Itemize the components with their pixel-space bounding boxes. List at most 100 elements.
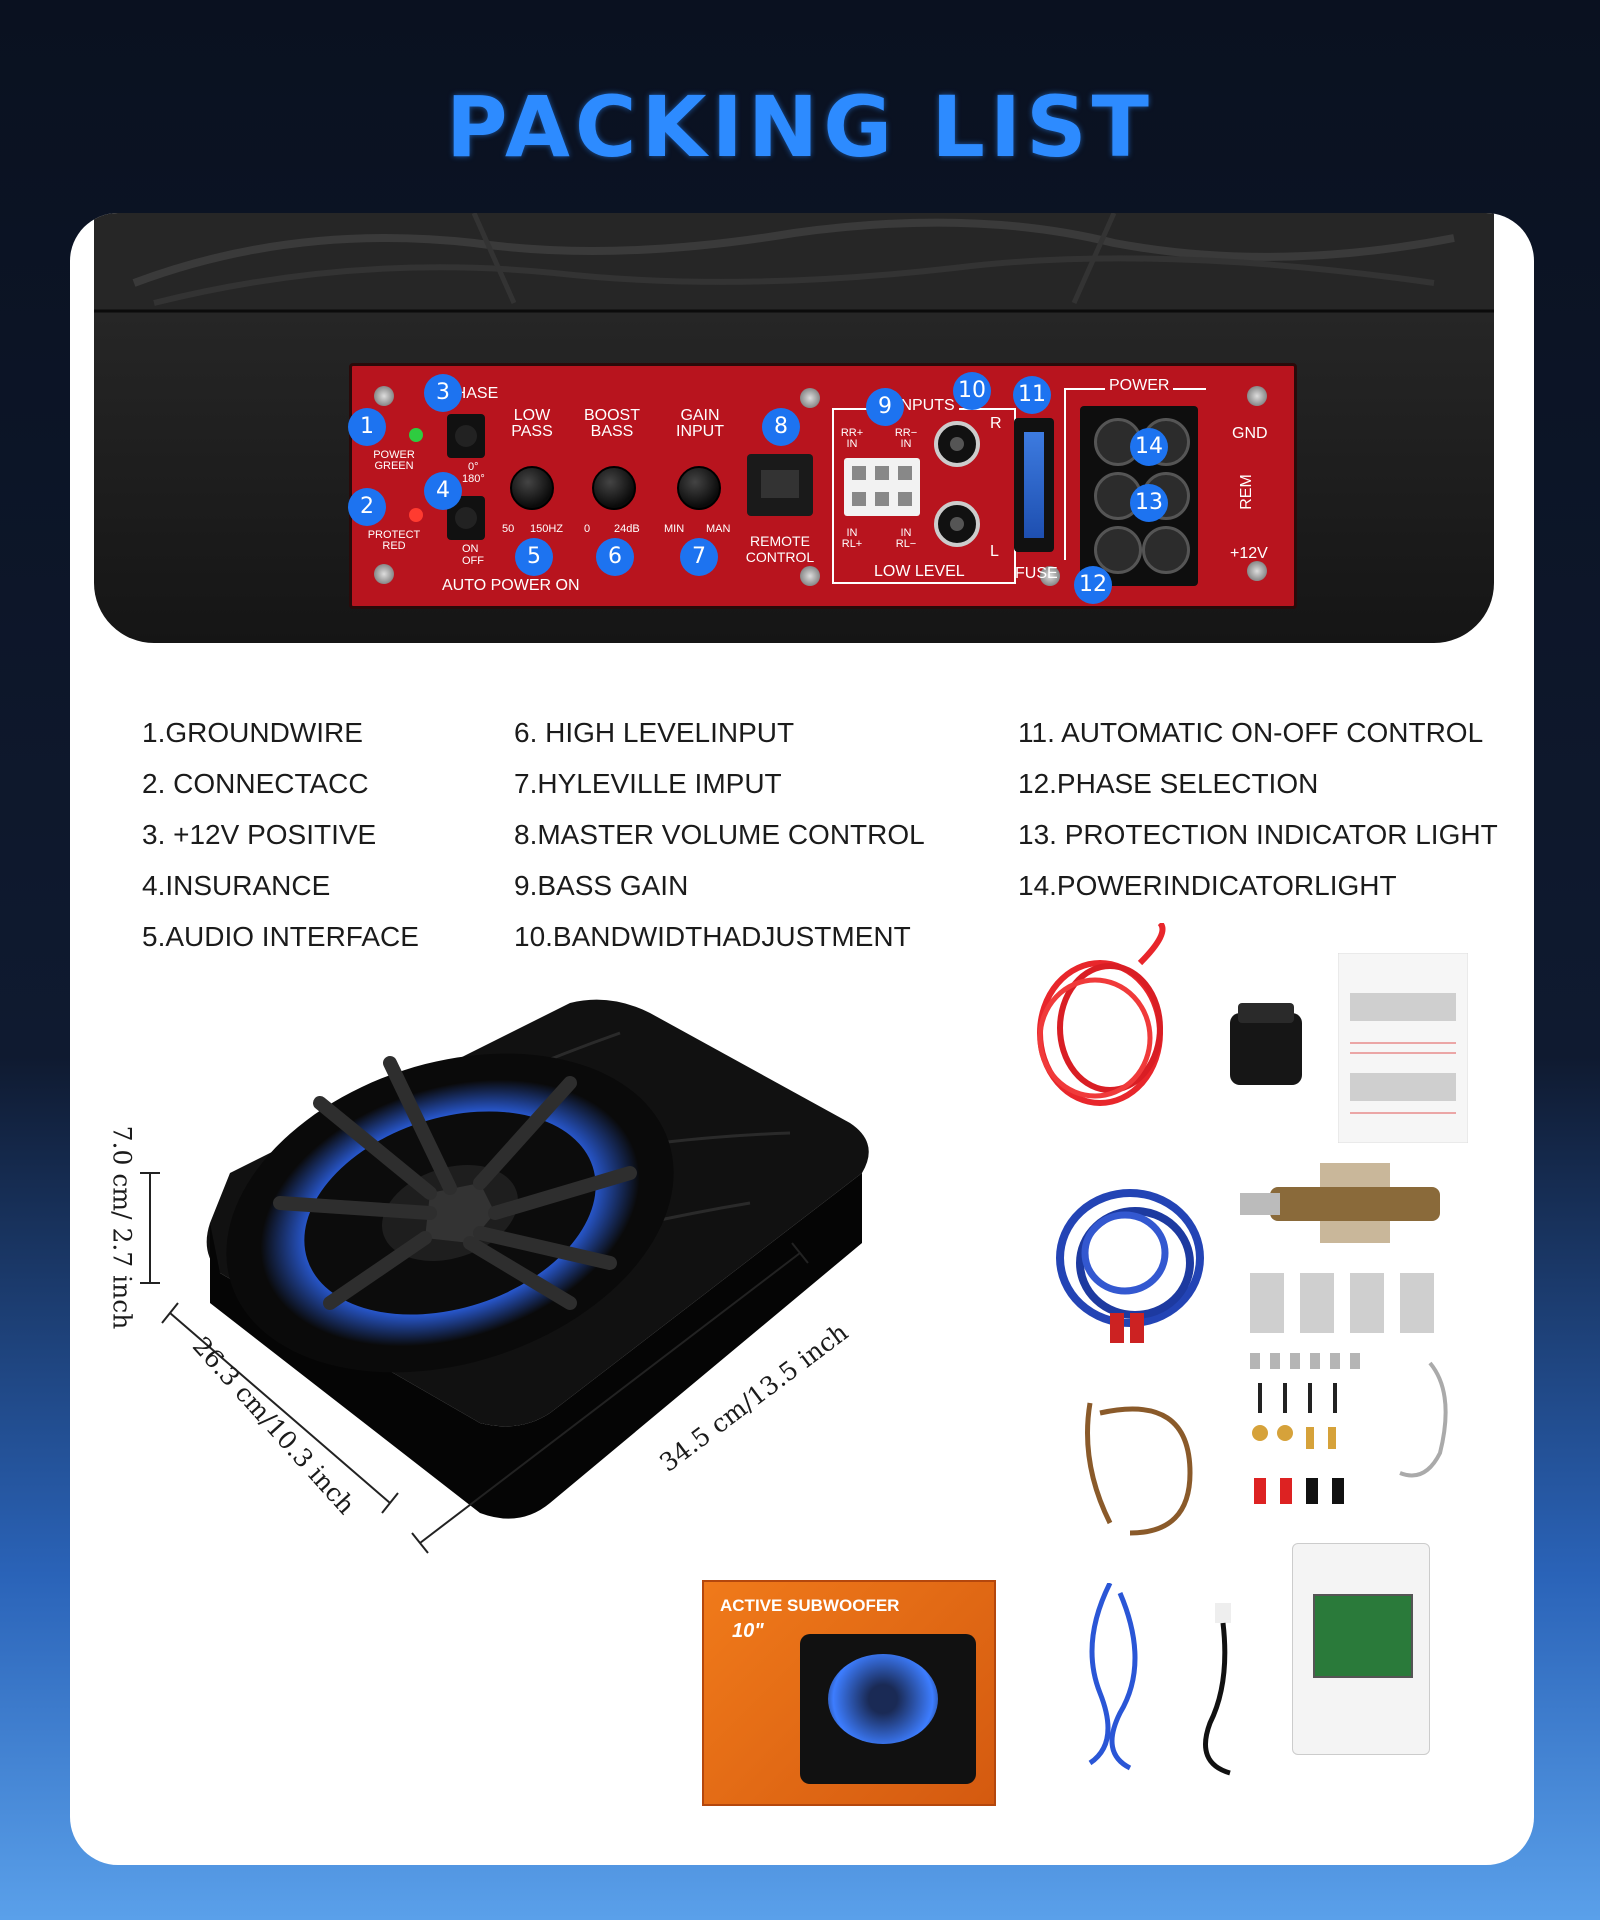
gain-input-knob[interactable] (677, 466, 721, 510)
product-box: ACTIVE SUBWOOFER 10" (702, 1580, 996, 1806)
feature-list-col3: 11. AUTOMATIC ON-OFF CONTROL 12.PHASE SE… (1018, 707, 1498, 911)
auto-power-on-label: AUTO POWER ON (442, 577, 580, 594)
page-title: PACKING LIST (446, 78, 1154, 176)
screw (1247, 561, 1267, 581)
high-level-input-port[interactable] (844, 458, 920, 516)
v12-terminal[interactable] (1094, 526, 1142, 574)
low-pass-knob[interactable] (510, 466, 554, 510)
dimension-lines (140, 1172, 809, 1554)
off-label: OFF (462, 555, 484, 567)
rca-jack-left[interactable] (934, 501, 980, 547)
box-size: 10" (732, 1620, 764, 1642)
brown-remote-wire (1085, 1402, 1193, 1536)
badge-12: 12 (1074, 566, 1112, 604)
badge-14: 14 (1130, 428, 1168, 466)
badge-8: 8 (762, 408, 800, 446)
power-label: POWER (1105, 378, 1174, 394)
v12-label: +12V (1230, 545, 1268, 562)
power-led (409, 428, 423, 442)
rr-in-right-label: RR− IN (894, 427, 918, 450)
feature-list-col1: 1.GROUNDWIRE 2. CONNECTACC 3. +12V POSIT… (142, 707, 419, 962)
badge-1: 1 (348, 408, 386, 446)
protect-led (409, 508, 423, 522)
screw (1247, 386, 1267, 406)
manual-booklet (1338, 953, 1468, 1143)
badge-3: 3 (424, 374, 462, 412)
rca-jack-right[interactable] (934, 421, 980, 467)
protect-red-label: PROTECT RED (367, 529, 421, 552)
low-pass-max: 150HZ (530, 523, 564, 535)
badge-9: 9 (866, 388, 904, 426)
list-item: 12.PHASE SELECTION (1018, 768, 1319, 799)
boost-bass-label: BOOST BASS (583, 407, 640, 440)
box-photo (800, 1634, 976, 1784)
badge-2: 2 (348, 488, 386, 526)
badge-11: 11 (1013, 376, 1051, 414)
badge-10: 10 (953, 372, 991, 410)
box-title: ACTIVE SUBWOOFER (720, 1596, 900, 1615)
rr-in-left-label: RR+ IN (840, 427, 864, 450)
remote-knob (1230, 1003, 1302, 1085)
screw (374, 564, 394, 584)
amplifier-top-texture (94, 213, 1494, 313)
gain-max: MAN (706, 523, 731, 535)
product-card: POWER GREEN PROTECT RED PHASE 0° 180° ON… (70, 213, 1534, 1865)
badge-4: 4 (424, 472, 462, 510)
fuse-holder-accessory (1240, 1163, 1440, 1243)
list-item: 5.AUDIO INTERFACE (142, 921, 419, 952)
rl-in-left-label: IN RL+ (841, 527, 863, 550)
control-panel: POWER GREEN PROTECT RED PHASE 0° 180° ON… (348, 363, 1297, 609)
remote-control-port[interactable] (747, 454, 813, 516)
list-item: 10.BANDWIDTHADJUSTMENT (514, 921, 911, 952)
screw (1040, 566, 1060, 586)
list-item: 13. PROTECTION INDICATOR LIGHT (1018, 819, 1498, 850)
boost-bass-knob[interactable] (592, 466, 636, 510)
on-label: ON (462, 543, 479, 555)
screw (374, 386, 394, 406)
jack-r-label: R (990, 415, 1002, 432)
fuse-holder[interactable] (1014, 418, 1054, 552)
gain-min: MIN (664, 523, 685, 535)
badge-6: 6 (596, 538, 634, 576)
power-terminal-block (1080, 406, 1198, 586)
list-item: 9.BASS GAIN (514, 870, 689, 901)
low-pass-min: 50 (502, 523, 515, 535)
boost-max: 24dB (614, 523, 640, 535)
list-item: 8.MASTER VOLUME CONTROL (514, 819, 925, 850)
gnd-label: GND (1232, 425, 1268, 442)
boost-min: 0 (584, 523, 591, 535)
v12-terminal-screw (1142, 526, 1190, 574)
list-item: 14.POWERINDICATORLIGHT (1018, 870, 1397, 901)
low-level-label: LOW LEVEL (874, 563, 965, 580)
screw (800, 388, 820, 408)
inputs-label: INPUTS (892, 398, 959, 414)
blue-rca-cable (1056, 1189, 1204, 1343)
blue-signal-wire (1088, 1583, 1138, 1771)
mounting-brackets (1250, 1273, 1434, 1333)
fuse-label: FUSE (1015, 565, 1058, 582)
low-pass-label: LOW PASS (511, 407, 553, 440)
jack-l-label: L (990, 543, 999, 560)
list-item: 7.HYLEVILLE IMPUT (514, 768, 782, 799)
phase-opt-0: 0° (468, 461, 479, 473)
phase-switch[interactable] (447, 414, 485, 458)
badge-7: 7 (680, 538, 718, 576)
auto-power-switch[interactable] (447, 496, 485, 540)
rl-in-right-label: IN RL− (895, 527, 917, 550)
list-item: 1.GROUNDWIRE (142, 717, 363, 748)
rem-label: REM (1237, 474, 1255, 510)
height-dimension: 7.0 cm/ 2.7 inch (107, 1125, 137, 1330)
list-item: 11. AUTOMATIC ON-OFF CONTROL (1018, 717, 1484, 748)
remote-control-label: REMOTE CONTROL (745, 533, 815, 565)
screws-and-terminals (1250, 1353, 1448, 1504)
list-item: 6. HIGH LEVELINPUT (514, 717, 795, 748)
screw (800, 566, 820, 586)
phase-opt-180: 180° (462, 473, 485, 485)
badge-13: 13 (1130, 484, 1168, 522)
speaker-level-converter (1292, 1543, 1430, 1755)
remote-control-cable (1203, 1603, 1231, 1776)
red-power-cable (1037, 923, 1166, 1106)
amplifier-rear: POWER GREEN PROTECT RED PHASE 0° 180° ON… (94, 213, 1494, 643)
list-item: 3. +12V POSITIVE (142, 819, 377, 850)
gain-input-label: GAIN INPUT (676, 407, 724, 440)
